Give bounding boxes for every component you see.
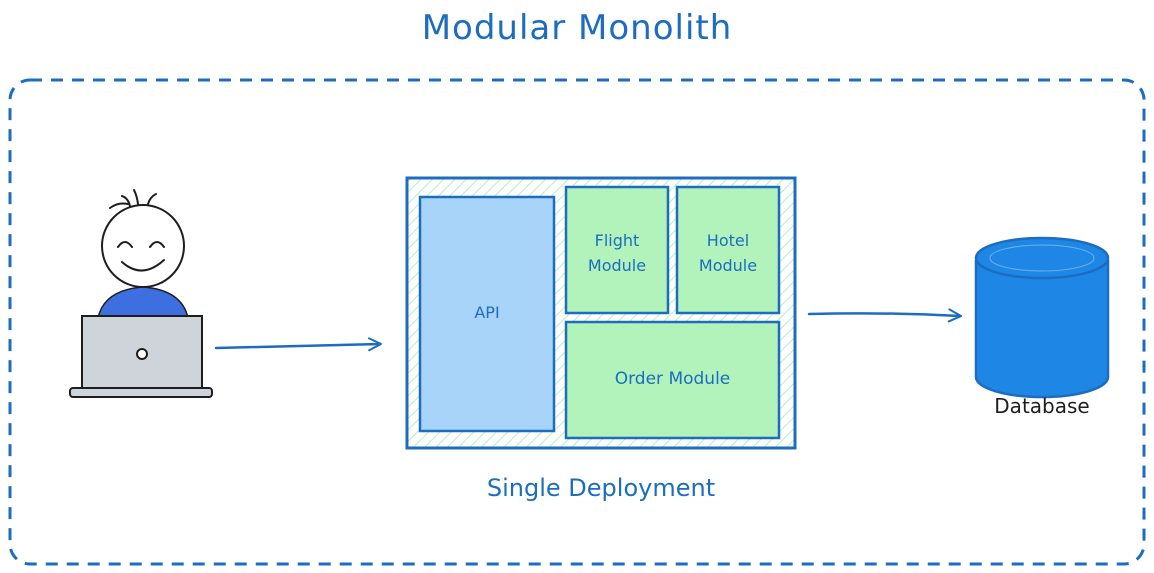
diagram-title: Modular Monolith — [421, 8, 733, 48]
order-module-block — [564, 320, 781, 440]
deployment-label: Single Deployment — [486, 474, 716, 502]
flight-module-label-line1: Flight — [594, 231, 640, 250]
hotel-module-label: Hotel Module — [677, 228, 779, 278]
user-icon — [97, 189, 189, 319]
flight-module-block — [564, 185, 670, 315]
database-icon — [974, 236, 1110, 399]
api-block — [418, 195, 556, 433]
order-module-label: Order Module — [614, 369, 731, 389]
api-label: API — [474, 303, 500, 322]
user-head — [101, 204, 185, 288]
laptop-icon — [69, 315, 213, 398]
hotel-module-label-line1: Hotel — [706, 231, 750, 250]
user-shirt — [97, 286, 189, 319]
arrow-user-to-deployment — [214, 337, 382, 352]
flight-module-label-line2: Module — [587, 256, 647, 275]
flight-module-label: Flight Module — [566, 228, 668, 278]
arrow-deployment-to-database — [807, 308, 962, 323]
hotel-module-label-line2: Module — [698, 256, 758, 275]
monolith-boundary — [8, 78, 1146, 566]
hotel-module-block — [675, 185, 781, 315]
database-label: Database — [994, 394, 1090, 418]
